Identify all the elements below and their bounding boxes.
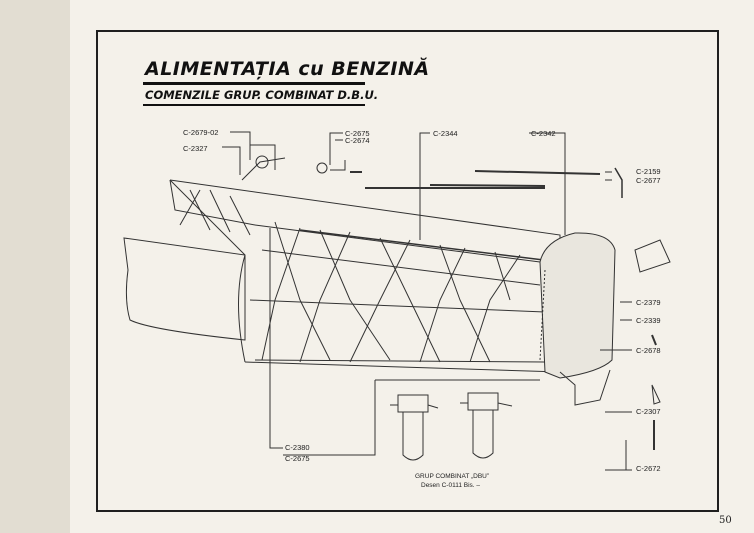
callout-c2677: C-2677 bbox=[636, 176, 661, 185]
callout-c2344: C-2344 bbox=[433, 129, 458, 138]
fuel-filter-left bbox=[390, 394, 439, 461]
callout-c2339: C-2339 bbox=[636, 316, 661, 325]
callout-c2679: C-2679-02 bbox=[183, 128, 219, 137]
title-underline bbox=[143, 82, 365, 85]
fuel-filter-right bbox=[460, 392, 513, 459]
fuselage-body bbox=[169, 179, 561, 373]
callout-c2379: C-2379 bbox=[636, 298, 661, 307]
diagram-subtitle: COMENZILE GRUP. COMBINAT D.B.U. bbox=[145, 88, 379, 102]
callout-c2307: C-2307 bbox=[636, 407, 661, 416]
callout-c2159: C-2159 bbox=[636, 167, 661, 176]
callout-c2342: C-2342 bbox=[531, 129, 556, 138]
firewall-disc bbox=[539, 232, 616, 379]
drawing-reference: Desen C-0111 Bis. – bbox=[421, 482, 481, 489]
page-sheet bbox=[70, 0, 754, 533]
fuselage-rib bbox=[238, 254, 246, 363]
callout-c2327: C-2327 bbox=[183, 144, 208, 153]
control-lever-part bbox=[255, 155, 269, 169]
engine-mount-plate bbox=[559, 369, 611, 406]
callout-c2672: C-2672 bbox=[636, 464, 661, 473]
bracket-part bbox=[614, 167, 623, 198]
fuselage-skin-panel bbox=[123, 237, 246, 341]
drawing-frame bbox=[96, 30, 719, 512]
page-number: 50 bbox=[719, 515, 732, 526]
subtitle-underline bbox=[143, 104, 365, 106]
valve-part bbox=[634, 239, 671, 273]
callout-c2675: C-2675 bbox=[345, 129, 370, 138]
diagram-title: ALIMENTAȚIA cu BENZINĂ bbox=[145, 58, 430, 80]
callout-c2675-lower: C-2675 bbox=[285, 454, 310, 463]
callout-c2380: C-2380 bbox=[285, 443, 310, 452]
assembly-caption: GRUP COMBINAT „DBU” bbox=[415, 473, 490, 480]
callout-c2674: C-2674 bbox=[345, 136, 370, 145]
callout-c2678: C-2678 bbox=[636, 346, 661, 355]
